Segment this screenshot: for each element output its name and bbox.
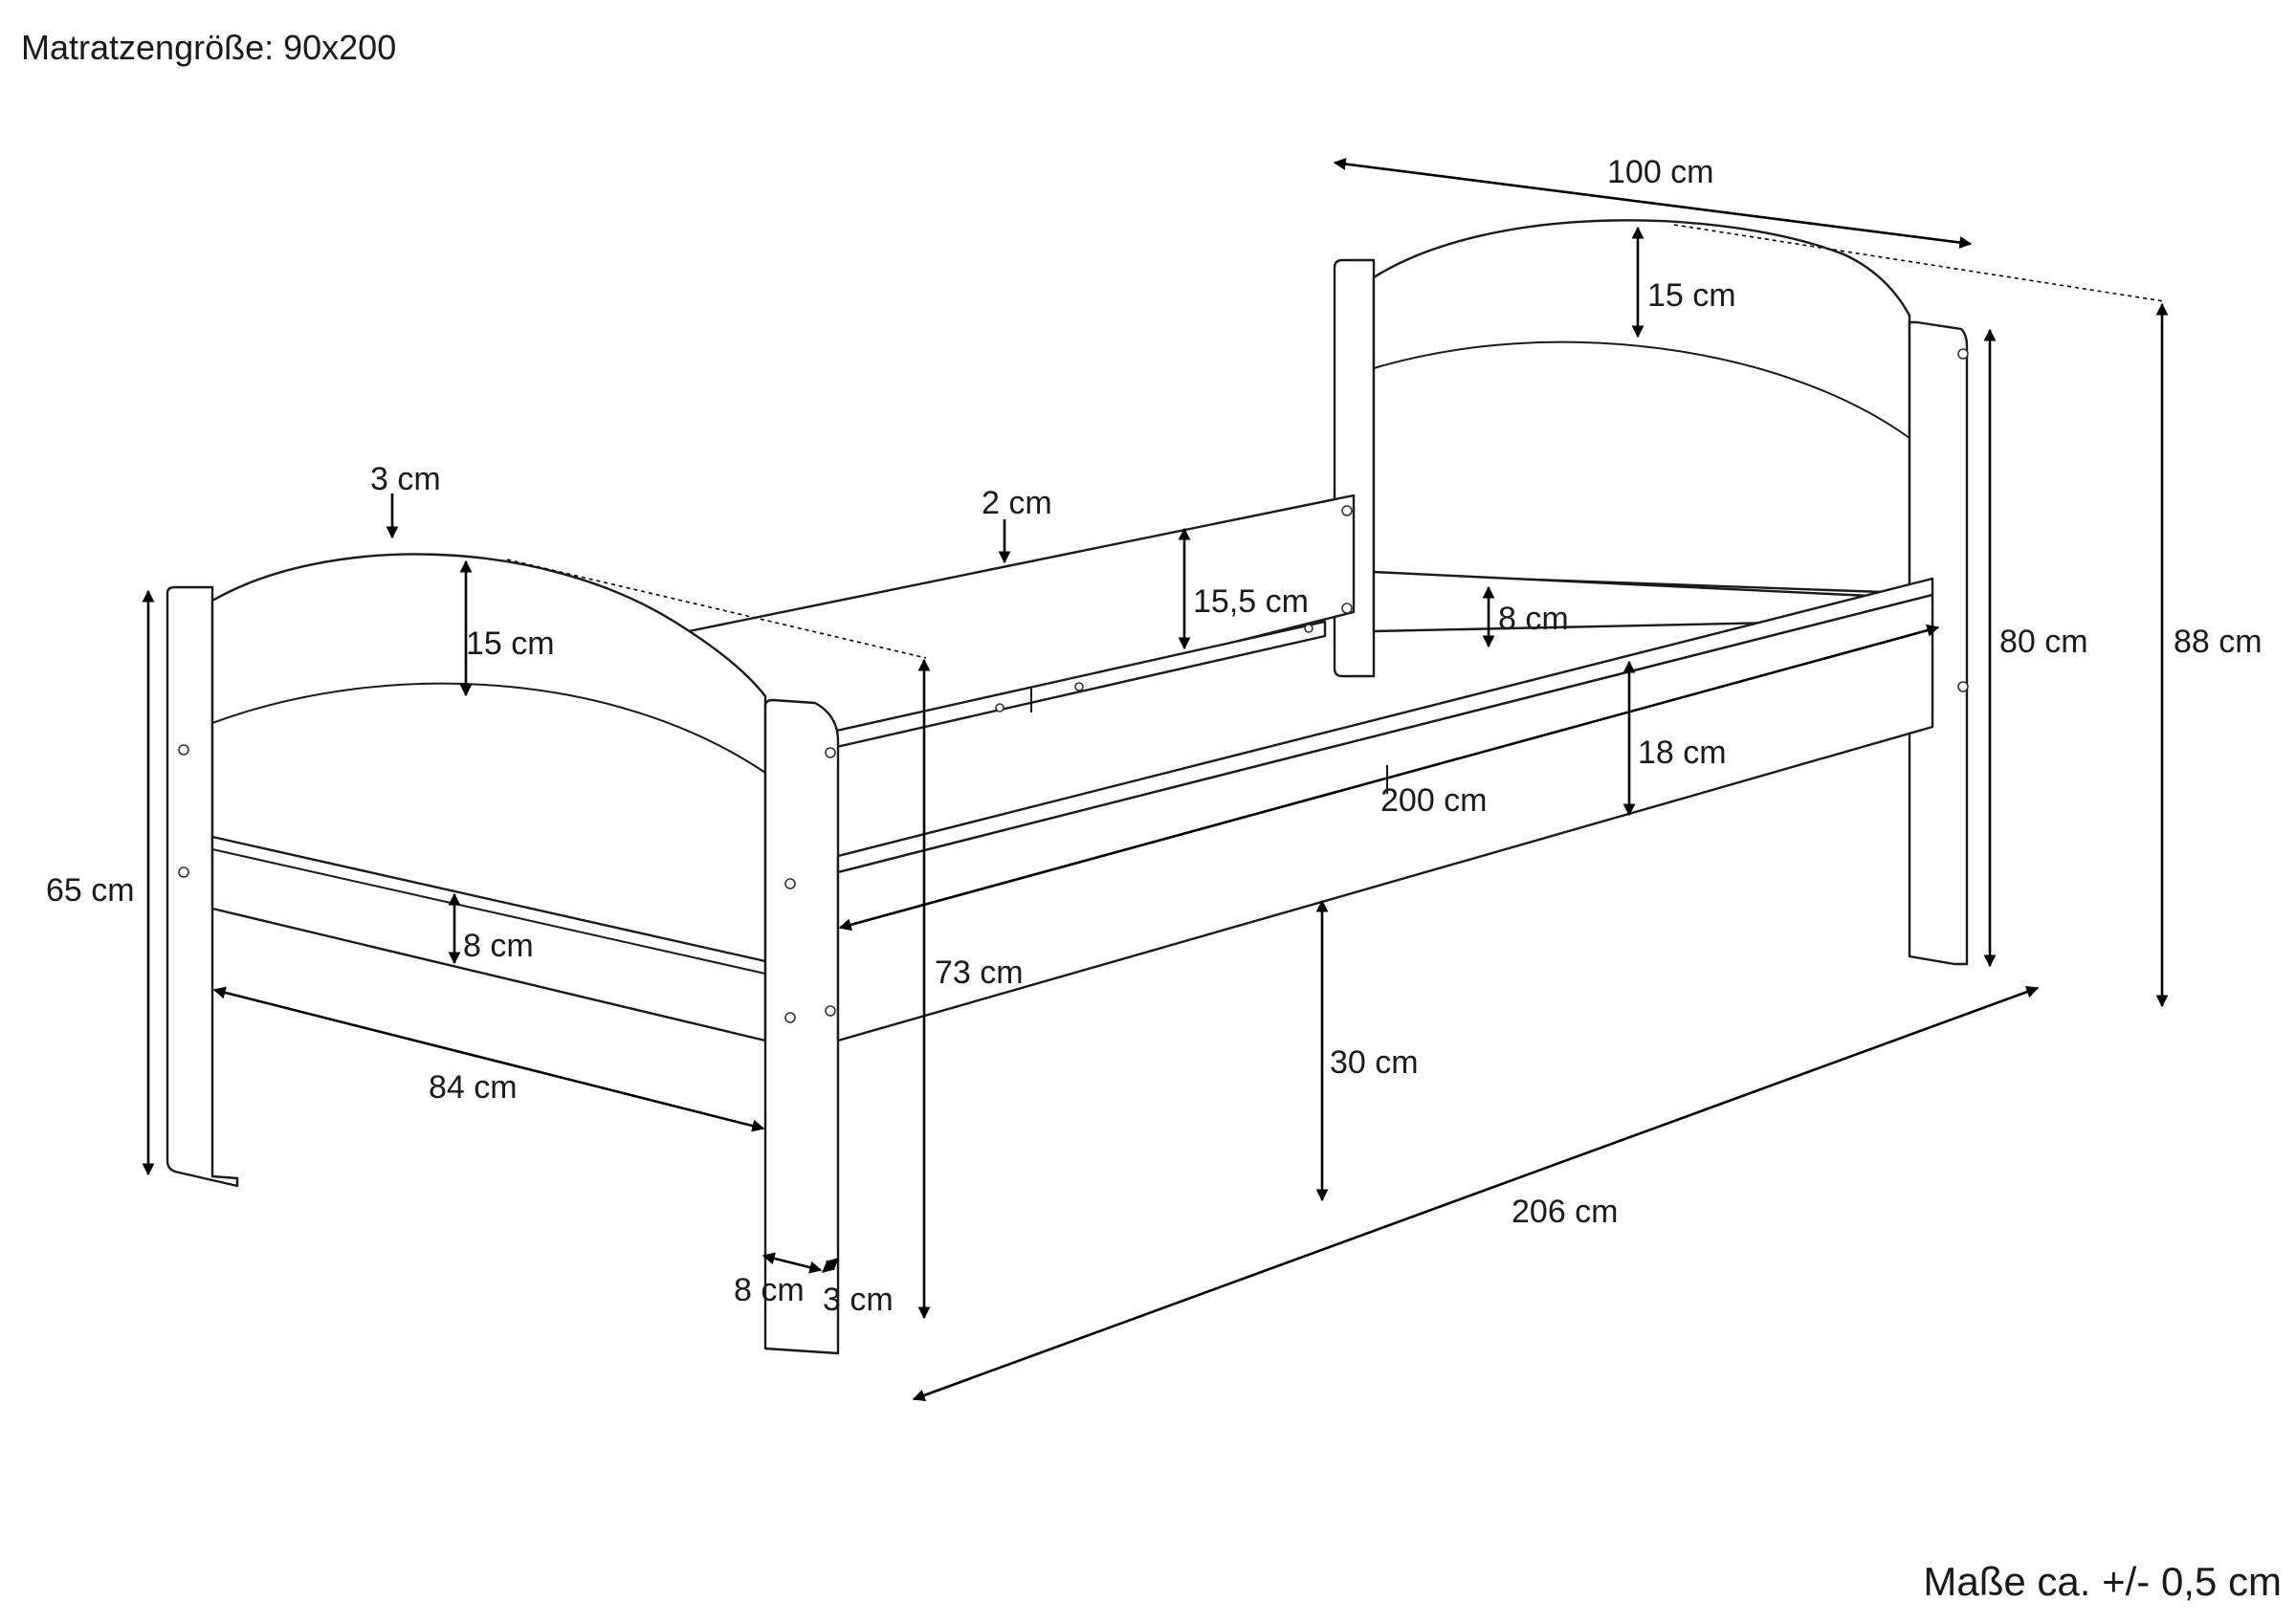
label-foot-rail-gap: 8 cm <box>463 928 534 964</box>
post-bolt <box>178 866 189 878</box>
dimension-lines <box>142 158 2169 1402</box>
ledge-screw <box>1304 624 1314 633</box>
label-post-width: 8 cm <box>734 1272 805 1308</box>
label-inner-length: 200 cm <box>1380 782 1488 819</box>
headboard-panel <box>1372 219 1911 595</box>
dim-line-headboard-width <box>1333 158 1973 249</box>
label-head-arch: 15 cm <box>1647 277 1736 314</box>
rail-bolt <box>1341 505 1353 516</box>
label-side-rail-height: 18 cm <box>1638 735 1727 771</box>
label-inner-rail-gap: 8 cm <box>1498 601 1569 637</box>
label-foot-total-height: 73 cm <box>935 954 1024 991</box>
label-head-total-height: 80 cm <box>1999 624 2088 660</box>
dim-line-inner-width <box>212 986 765 1132</box>
label-clearance: 30 cm <box>1330 1044 1419 1081</box>
label-headboard-width: 100 cm <box>1607 154 1714 190</box>
label-foot-post-top: 3 cm <box>370 461 441 497</box>
rail-bolt <box>825 747 836 758</box>
rail-bolt <box>1957 681 1969 692</box>
dim-line-post-width <box>762 1252 823 1274</box>
label-inner-width: 84 cm <box>429 1069 518 1106</box>
ledge-screw <box>995 703 1004 713</box>
post-bolt <box>784 878 796 889</box>
label-post-offset: 3 cm <box>823 1282 894 1318</box>
dim-line-inner-length <box>838 624 1940 932</box>
headboard-panel-groove <box>1373 340 1910 439</box>
label-foot-arch: 15 cm <box>466 625 555 662</box>
label-total-length: 206 cm <box>1512 1194 1619 1230</box>
footboard-right-post <box>763 698 840 1355</box>
dim-line-total-length <box>912 985 2040 1402</box>
rail-bolt <box>1341 603 1353 614</box>
bed-drawing <box>166 219 1969 1355</box>
post-bolt <box>178 744 189 756</box>
label-side-rail-top: 2 cm <box>982 485 1052 521</box>
ledge-screw <box>1074 682 1084 691</box>
dim-line-post-offset <box>822 1258 839 1273</box>
label-foot-height: 65 cm <box>46 872 135 909</box>
label-head-max-height: 88 cm <box>2174 624 2263 660</box>
dashed-guide <box>1673 224 2165 302</box>
post-bolt <box>784 1012 796 1023</box>
footboard-panel <box>210 553 767 968</box>
dashed-guide <box>506 559 927 659</box>
page-title: Matratzengröße: 90x200 <box>21 28 396 67</box>
tolerance-note: Maße ca. +/- 0,5 cm <box>1923 1559 2282 1604</box>
footboard-left-post <box>166 585 239 1188</box>
rail-bolt <box>1957 348 1969 360</box>
footboard-panel-groove <box>211 682 766 774</box>
label-slat-rail-height: 15,5 cm <box>1193 583 1309 620</box>
rail-bolt <box>825 1005 836 1017</box>
footboard-rail-edge <box>211 848 766 975</box>
